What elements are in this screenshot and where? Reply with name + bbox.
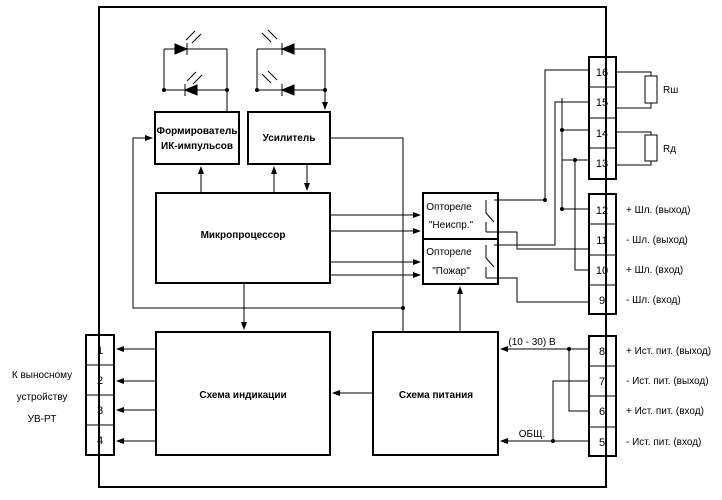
left-pin-3: 3 [97, 405, 103, 417]
right-pin-label-9: - Шл. (вход) [626, 295, 681, 306]
left-label-2: устройству [17, 392, 68, 403]
relay-fault-label-1: Оптореле [426, 202, 472, 213]
left-pin-4: 4 [97, 435, 103, 447]
former-label-2: ИК-импульсов [161, 141, 233, 152]
common-label: ОБЩ. [519, 429, 546, 440]
right-pin-label-11: - Шл. (выход) [626, 235, 688, 246]
former-block [154, 111, 240, 165]
resistor-rsh [616, 71, 658, 109]
right-pin-16: 16 [596, 67, 608, 79]
right-pin-label-8: + Ист. пит. (выход) [626, 346, 711, 357]
right-pin-numbers: 16 15 14 13 12 + Шл. (выход) 11 - Шл. (выход) 10… [596, 67, 711, 449]
right-pin-9: 9 [599, 295, 605, 307]
voltage-label: (10 - 30) В [508, 337, 556, 348]
right-pin-12: 12 [596, 205, 608, 217]
junction-dots [162, 88, 577, 443]
former-label-1: Формирователь [157, 126, 238, 137]
right-connector-loop [588, 193, 617, 315]
relay-fire-label-2: "Пожар" [432, 266, 470, 277]
device-housing [98, 6, 607, 488]
ir-led-pair [163, 30, 228, 112]
right-pin-5: 5 [599, 437, 605, 449]
right-pin-7: 7 [599, 376, 605, 388]
indication-label: Схема индикации [199, 390, 286, 401]
rd-label: Rд [663, 144, 676, 155]
left-pin-1: 1 [97, 345, 103, 357]
amplifier-label: Усилитель [263, 133, 316, 144]
right-pin-label-7: - Ист. пит. (выход) [626, 376, 709, 387]
right-pin-label-12: + Шл. (выход) [626, 205, 690, 216]
left-label-3: УВ-РТ [28, 414, 57, 425]
microprocessor-label: Микропроцессор [201, 230, 286, 241]
left-connector [85, 334, 115, 456]
right-pin-8: 8 [599, 346, 605, 358]
indication-block [155, 331, 331, 456]
relay-fire-label-1: Оптореле [426, 247, 472, 258]
right-pin-6: 6 [599, 406, 605, 418]
right-pin-label-6: + Ист. пит. (вход) [626, 406, 704, 417]
right-pin-10: 10 [596, 265, 608, 277]
right-connector-top [588, 56, 617, 180]
right-pin-15: 15 [596, 97, 608, 109]
power-label: Схема питания [399, 390, 473, 401]
rsh-label: Rш [663, 85, 678, 96]
right-pin-label-10: + Шл. (вход) [626, 265, 683, 276]
right-pin-11: 11 [596, 235, 607, 247]
resistor-rd [616, 131, 658, 166]
microprocessor-block [155, 192, 331, 284]
right-pin-13: 13 [596, 158, 608, 170]
left-label-1: К выносному [12, 370, 72, 381]
right-connector-power [588, 335, 617, 457]
left-pin-numbers: 1 2 3 4 [97, 345, 103, 447]
right-pin-label-5: - Ист. пит. (вход) [626, 437, 701, 448]
relay-fault-label-2: "Неиспр." [429, 220, 474, 231]
relay-fire-block [422, 238, 499, 285]
connections [116, 69, 589, 444]
left-pin-2: 2 [97, 375, 103, 387]
right-pin-14: 14 [596, 128, 608, 140]
photodiode-pair [256, 29, 326, 96]
